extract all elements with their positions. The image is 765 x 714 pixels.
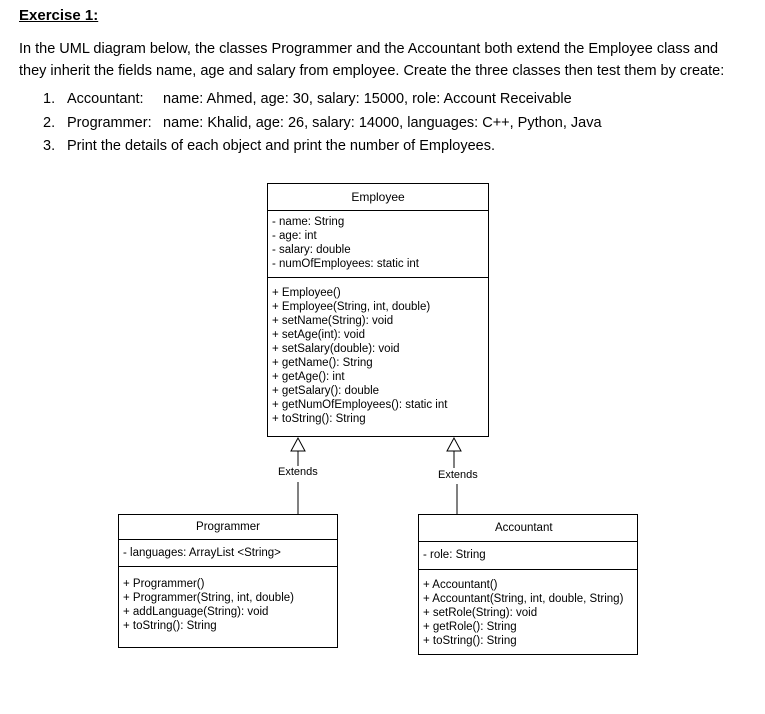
method-item: + getNumOfEmployees(): static int — [272, 399, 448, 411]
class-box-programmer: Programmer - languages: ArrayList <Strin… — [118, 514, 338, 648]
class-box-accountant: Accountant - role: String + Accountant()… — [418, 514, 638, 655]
task-item-2: 2. Programmer: name: Khalid, age: 26, sala… — [43, 113, 602, 133]
method-item: + Employee() — [272, 287, 341, 299]
method-item: + setRole(String): void — [423, 607, 538, 619]
class-box-employee: Employee - name: String - age: int - sal… — [267, 183, 489, 437]
task-text: Print the details of each object and pri… — [67, 138, 495, 154]
programmer-methods: + Programmer() + Programmer(String, int,… — [119, 567, 337, 633]
class-name-accountant: Accountant — [419, 515, 637, 542]
task-label: Accountant: — [67, 91, 144, 107]
method-item: + Accountant(String, int, double, String… — [423, 593, 624, 605]
inheritance-arrow-right-icon — [446, 436, 462, 452]
accountant-methods: + Accountant() + Accountant(String, int,… — [419, 570, 637, 648]
method-item: + Employee(String, int, double) — [272, 301, 431, 313]
field-item: - languages: ArrayList <String> — [123, 547, 281, 559]
task-text: name: Ahmed, age: 30, salary: 15000, rol… — [163, 91, 572, 107]
method-item: + getAge(): int — [272, 371, 345, 383]
method-item: + getName(): String — [272, 357, 373, 369]
method-item: + toString(): String — [123, 620, 217, 632]
employee-methods: + Employee() + Employee(String, int, dou… — [268, 278, 488, 426]
task-item-3: 3. Print the details of each object and p… — [43, 136, 495, 156]
method-item: + getSalary(): double — [272, 385, 380, 397]
method-item: + Programmer() — [123, 578, 205, 590]
class-name-employee: Employee — [268, 184, 488, 211]
exercise-intro: In the UML diagram below, the classes Pr… — [19, 41, 725, 79]
field-item: - role: String — [423, 549, 486, 561]
method-item: + setAge(int): void — [272, 329, 366, 341]
extends-label-right: Extends — [438, 469, 478, 481]
task-item-1: 1. Accountant: name: Ahmed, age: 30, salar… — [43, 89, 572, 109]
method-item: + getRole(): String — [423, 621, 517, 633]
inheritance-arrow-left-icon — [290, 436, 306, 452]
method-item: + toString(): String — [423, 635, 517, 647]
task-number: 2. — [43, 115, 56, 131]
task-label: Programmer: — [67, 115, 152, 131]
method-item: + Programmer(String, int, double) — [123, 592, 294, 604]
method-item: + setName(String): void — [272, 315, 394, 327]
class-name-programmer: Programmer — [119, 515, 337, 540]
method-item: + Accountant() — [423, 579, 498, 591]
accountant-fields: - role: String — [419, 542, 637, 570]
extends-label-left: Extends — [278, 466, 318, 478]
method-item: + toString(): String — [272, 413, 366, 425]
field-item: - salary: double — [272, 244, 351, 256]
field-item: - numOfEmployees: static int — [272, 258, 419, 270]
task-text: name: Khalid, age: 26, salary: 14000, la… — [163, 115, 602, 131]
exercise-title: Exercise 1: — [19, 7, 99, 24]
field-item: - name: String — [272, 216, 345, 228]
method-item: + addLanguage(String): void — [123, 606, 269, 618]
employee-fields: - name: String - age: int - salary: doub… — [268, 211, 488, 278]
method-item: + setSalary(double): void — [272, 343, 400, 355]
programmer-fields: - languages: ArrayList <String> — [119, 540, 337, 567]
task-number: 3. — [43, 138, 56, 154]
field-item: - age: int — [272, 230, 317, 242]
task-number: 1. — [43, 91, 56, 107]
